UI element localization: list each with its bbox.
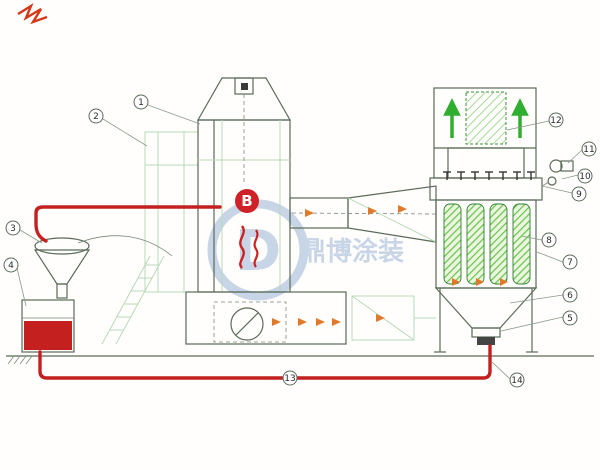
boiler: B bbox=[185, 77, 347, 345]
tank-liquid bbox=[24, 321, 72, 350]
screw-conveyor bbox=[230, 307, 264, 341]
clean-air-arrows bbox=[443, 98, 529, 138]
svg-text:8: 8 bbox=[546, 236, 552, 246]
callout-9: 9 bbox=[571, 186, 587, 202]
red-corner-mark bbox=[17, 3, 48, 25]
svg-text:1: 1 bbox=[138, 98, 144, 108]
ground-line bbox=[6, 355, 594, 365]
watermark-text: 鼎博涂装 bbox=[300, 236, 404, 267]
svg-text:4: 4 bbox=[8, 261, 14, 271]
clean-air-plenum bbox=[447, 147, 525, 179]
boiler-base bbox=[185, 291, 347, 345]
filter-unit bbox=[429, 87, 574, 353]
dust-hopper bbox=[434, 287, 538, 329]
callout-12: 12 bbox=[548, 112, 564, 128]
support-legs bbox=[434, 288, 538, 353]
svg-text:3: 3 bbox=[10, 224, 16, 234]
fan-motor-assembly bbox=[541, 159, 574, 187]
valve-icon bbox=[547, 176, 557, 186]
side-tower bbox=[144, 131, 199, 293]
svg-text:10: 10 bbox=[579, 172, 591, 182]
fan-housing bbox=[351, 295, 436, 341]
callout-4: 4 bbox=[3, 257, 19, 273]
callout-13: 13 bbox=[282, 370, 298, 386]
leader-lines bbox=[16, 104, 583, 380]
svg-text:11: 11 bbox=[583, 145, 594, 155]
callout-7: 7 bbox=[562, 254, 578, 270]
outlet-duct bbox=[289, 185, 437, 243]
svg-text:14: 14 bbox=[511, 376, 523, 386]
feed-pipe bbox=[34, 205, 222, 243]
svg-text:7: 7 bbox=[567, 258, 573, 268]
callout-2: 2 bbox=[88, 108, 104, 124]
brand-logo-letter: B bbox=[241, 192, 252, 210]
ground-hatch bbox=[7, 355, 33, 365]
hood-vent-square bbox=[241, 83, 248, 90]
svg-text:13: 13 bbox=[284, 374, 295, 384]
callout-1: 1 bbox=[133, 94, 149, 110]
filter-bags bbox=[443, 203, 531, 285]
svg-text:2: 2 bbox=[93, 112, 99, 122]
svg-text:5: 5 bbox=[567, 314, 573, 324]
stairs bbox=[101, 255, 165, 345]
tube-sheet-bolts bbox=[443, 171, 535, 180]
motor-icon bbox=[560, 160, 574, 172]
recovery-separator bbox=[33, 235, 173, 299]
callout-14: 14 bbox=[509, 372, 525, 388]
base-flow-arrows bbox=[272, 318, 341, 326]
return-pipe bbox=[38, 344, 492, 380]
recovery-tank bbox=[21, 299, 75, 353]
callout-10: 10 bbox=[577, 168, 593, 184]
flame-symbol bbox=[239, 225, 259, 269]
watermark: D 鼎博涂装 bbox=[207, 199, 404, 301]
svg-text:9: 9 bbox=[576, 190, 582, 200]
conveyor-housing bbox=[213, 301, 287, 343]
inner-cartridge bbox=[465, 91, 507, 145]
callout-8: 8 bbox=[541, 232, 557, 248]
callout-11: 11 bbox=[581, 141, 597, 157]
svg-text:12: 12 bbox=[550, 116, 561, 126]
hopper-flow-arrows bbox=[452, 278, 508, 286]
callout-6: 6 bbox=[562, 287, 578, 303]
tube-sheet bbox=[429, 177, 543, 201]
hopper-outlet bbox=[471, 327, 501, 338]
svg-text:6: 6 bbox=[567, 291, 573, 301]
brand-logo-badge bbox=[235, 189, 259, 213]
callout-3: 3 bbox=[5, 220, 21, 236]
fan-icon bbox=[549, 159, 563, 173]
rotary-valve bbox=[477, 337, 495, 345]
callout-5: 5 bbox=[562, 310, 578, 326]
